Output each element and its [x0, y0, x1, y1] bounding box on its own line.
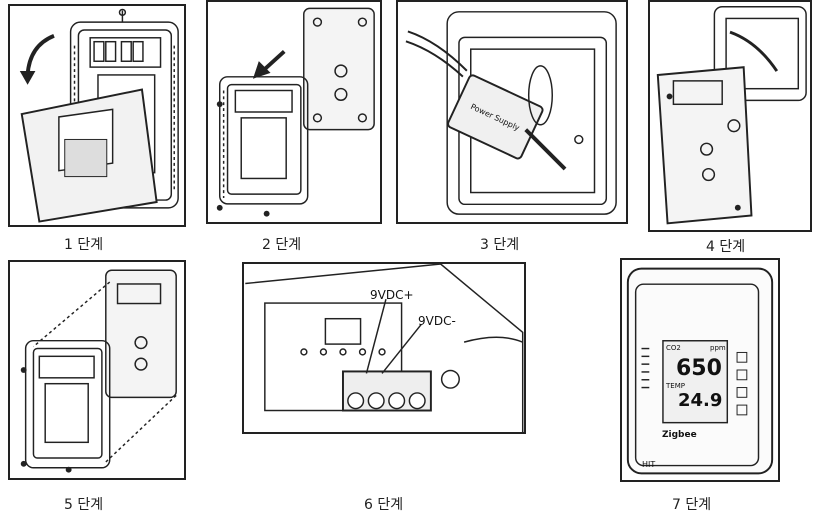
step-3-illustration: Power Supply: [405, 11, 617, 215]
rotate-arrow-icon: [25, 34, 55, 76]
negative-lead-label: 9VDC-: [418, 314, 456, 328]
vent-slots: [641, 347, 650, 389]
step-5-illustration: [20, 269, 177, 473]
step-7-panel: CO2 ppm 650 TEMP 24.9 Zigbee HIT: [620, 258, 780, 482]
display-reading-1: 650: [676, 356, 722, 381]
terminal-block: [342, 370, 432, 412]
step-3-panel: Power Supply: [396, 0, 628, 224]
step-4-illustration: [656, 5, 807, 225]
backplate: [656, 66, 753, 225]
step-3-caption: 3 단계: [480, 237, 520, 253]
step-7-illustration: [626, 267, 774, 475]
step-6-caption: 6 단계: [364, 497, 404, 513]
cover-panel: [20, 88, 158, 223]
side-buttons: [736, 351, 748, 416]
step-5-panel: [8, 260, 186, 480]
step-1-illustration: [19, 8, 179, 223]
step-2-panel: [206, 0, 382, 224]
display-unit-1: ppm: [710, 344, 726, 352]
display-reading-2: 24.9: [678, 390, 723, 411]
step-5-caption: 5 단계: [64, 497, 104, 513]
step-4-panel: [648, 0, 812, 232]
step-7-caption: 7 단계: [672, 497, 712, 513]
step-6-illustration: [245, 264, 524, 432]
display-tag-2: TEMP: [666, 382, 685, 390]
step-6-panel: 9VDC+ 9VDC-: [242, 262, 526, 434]
display-tag-1: CO2: [666, 344, 681, 352]
move-arrow-icon: [261, 49, 286, 73]
positive-lead-label: 9VDC+: [370, 288, 414, 302]
step-2-illustration: [216, 7, 375, 217]
device-brand: Zigbee: [662, 430, 697, 440]
power-adapter: Power Supply: [405, 30, 567, 171]
device-badge: HIT: [642, 460, 656, 469]
display-screen: [662, 340, 729, 424]
step-4-caption: 4 단계: [706, 239, 746, 255]
step-1-caption: 1 단계: [64, 237, 104, 253]
positive-lead-line: [365, 298, 387, 374]
step-2-caption: 2 단계: [262, 237, 302, 253]
negative-lead-line: [381, 324, 422, 374]
step-1-panel: [8, 4, 186, 227]
